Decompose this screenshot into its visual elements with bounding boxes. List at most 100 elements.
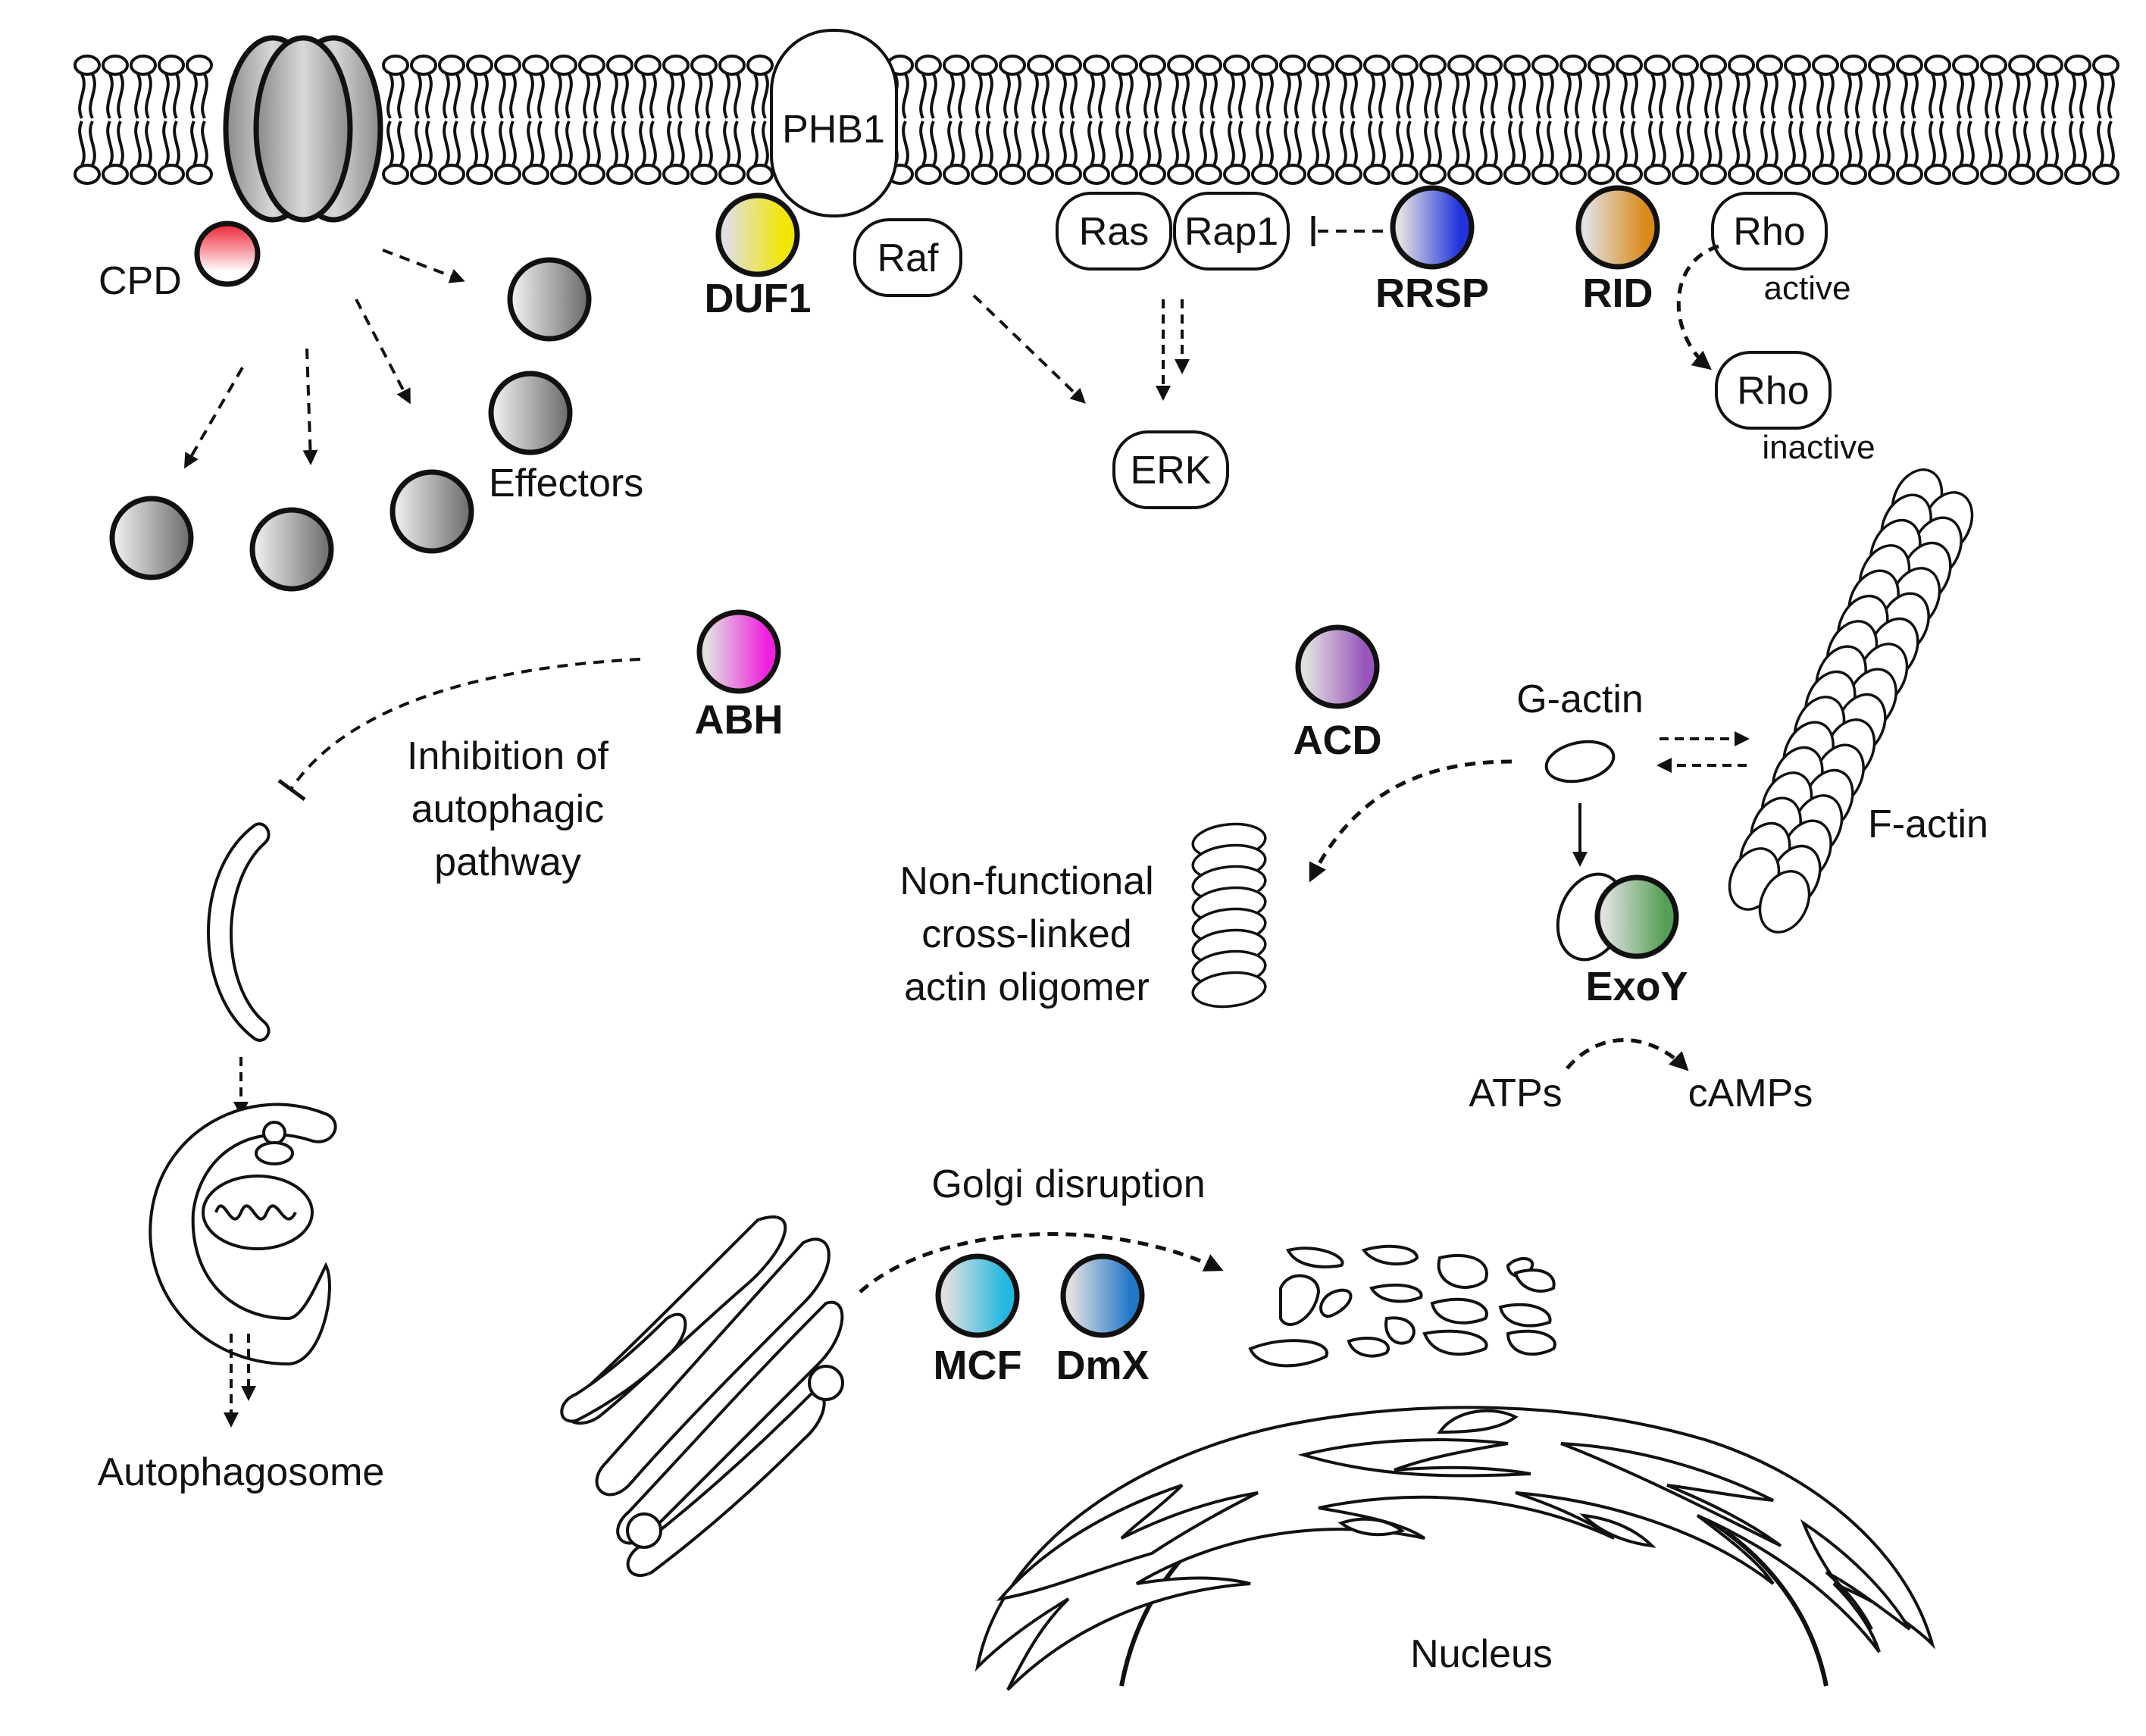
lipid-tail bbox=[1985, 120, 1992, 166]
lipid-tail bbox=[1771, 120, 1778, 166]
lipid-tail bbox=[667, 74, 674, 119]
golgi-disruption-label: Golgi disruption bbox=[931, 1162, 1205, 1206]
lipid-tail bbox=[1957, 74, 1964, 119]
lipid-head bbox=[662, 55, 690, 76]
effector-sphere bbox=[507, 257, 592, 342]
lipid-head bbox=[746, 164, 774, 185]
lipid-tail bbox=[1424, 120, 1431, 166]
lipid-head bbox=[1027, 55, 1054, 76]
lipid-tail bbox=[1368, 74, 1375, 119]
lipid-tail bbox=[1900, 120, 1908, 166]
lipid-tail bbox=[1210, 120, 1218, 166]
lipid-head bbox=[1728, 164, 1755, 185]
oligomer-label-line1: Non-functional bbox=[899, 859, 1153, 903]
lipid-tail bbox=[1266, 120, 1274, 166]
lipid-tail bbox=[117, 120, 124, 166]
lipid-tail bbox=[1687, 74, 1694, 119]
lipid-head bbox=[718, 55, 746, 76]
lipid-tail bbox=[201, 74, 208, 119]
actin-subunit bbox=[1758, 870, 1811, 934]
lipid-tail bbox=[947, 74, 955, 119]
lipid-head bbox=[1756, 55, 1783, 76]
lipid-tail bbox=[1564, 120, 1572, 166]
inhibition-label-line2: autophagic bbox=[411, 787, 604, 831]
lipid-tail bbox=[975, 120, 983, 166]
lipid-tail bbox=[481, 120, 489, 166]
lipid-tail bbox=[1210, 74, 1218, 119]
lipid-tail bbox=[471, 120, 478, 166]
exoy-label: ExoY bbox=[1585, 964, 1688, 1009]
lipid-head bbox=[1840, 55, 1867, 76]
lipid-tail bbox=[397, 120, 405, 166]
lipid-head bbox=[2036, 164, 2063, 185]
lipid-tail bbox=[1631, 74, 1638, 119]
lipid-tail bbox=[1294, 74, 1302, 119]
lipid-tail bbox=[2051, 74, 2059, 119]
lipid-head bbox=[158, 55, 185, 76]
lipid-tail bbox=[1491, 74, 1498, 119]
lipid-head bbox=[1952, 55, 1979, 76]
lipid-head bbox=[2092, 164, 2119, 185]
lipid-head bbox=[1083, 164, 1110, 185]
duf1-domain: DUF1 bbox=[704, 192, 812, 321]
lipid-tail bbox=[1378, 74, 1386, 119]
lipid-tail bbox=[919, 120, 927, 166]
lipid-head bbox=[1503, 55, 1531, 76]
lipid-head bbox=[1924, 164, 1951, 185]
lipid-tail bbox=[1995, 120, 2003, 166]
lipid-tail bbox=[1115, 120, 1123, 166]
lipid-head bbox=[1503, 164, 1531, 185]
lipid-tail bbox=[414, 120, 422, 166]
lipid-tail bbox=[1172, 74, 1179, 119]
lipid-tail bbox=[2107, 120, 2115, 166]
lipid-tail bbox=[751, 74, 759, 119]
lipid-tail bbox=[1031, 120, 1039, 166]
lipid-tail bbox=[481, 74, 489, 119]
cpd-domain: CPD bbox=[99, 221, 261, 303]
lipid-tail bbox=[2013, 120, 2020, 166]
lipid-tail bbox=[649, 120, 657, 166]
lipid-tail bbox=[902, 120, 909, 166]
rho-active-state: active bbox=[1764, 270, 1851, 307]
lipid-head bbox=[1672, 55, 1699, 76]
lipid-tail bbox=[1536, 120, 1544, 166]
lipid-tail bbox=[565, 74, 573, 119]
lipid-tail bbox=[1900, 74, 1908, 119]
lipid-head bbox=[606, 55, 633, 76]
autophagosome-label: Autophagosome bbox=[98, 1450, 385, 1494]
lipid-tail bbox=[705, 74, 713, 119]
lipid-tail bbox=[1406, 120, 1414, 166]
rap1-protein: Rap1 bbox=[1173, 192, 1290, 271]
lipid-head bbox=[438, 55, 465, 76]
lipid-head bbox=[1167, 164, 1194, 185]
lipid-tail bbox=[1704, 74, 1712, 119]
lipid-head bbox=[158, 164, 185, 185]
ras-protein: Ras bbox=[1056, 192, 1172, 271]
exoy-domain: ExoY bbox=[1556, 872, 1688, 1009]
lipid-tail bbox=[1396, 120, 1403, 166]
lipid-tail bbox=[1939, 74, 1947, 119]
lipid-tail bbox=[2069, 120, 2076, 166]
lipid-head bbox=[1335, 164, 1362, 185]
oligomer-label-line2: cross-linked bbox=[921, 912, 1131, 956]
lipid-tail bbox=[201, 120, 208, 166]
lipid-tail bbox=[89, 74, 96, 119]
lipid-tail bbox=[1059, 120, 1067, 166]
lipid-tail bbox=[89, 120, 96, 166]
rap1-label: Rap1 bbox=[1184, 210, 1278, 254]
effector-sphere bbox=[109, 496, 194, 580]
lipid-head bbox=[1055, 164, 1082, 185]
lipid-head bbox=[690, 164, 718, 185]
lipid-tail bbox=[443, 74, 450, 119]
lipid-tail bbox=[1031, 74, 1039, 119]
lipid-tail bbox=[621, 120, 629, 166]
endoplasmic-reticulum bbox=[974, 1406, 1935, 1691]
lipid-head bbox=[74, 55, 101, 76]
lipid-head bbox=[606, 164, 633, 185]
lipid-tail bbox=[1340, 120, 1347, 166]
lipid-tail bbox=[509, 120, 517, 166]
lipid-tail bbox=[1014, 74, 1021, 119]
lipid-tail bbox=[930, 120, 937, 166]
lipid-head bbox=[494, 55, 521, 76]
